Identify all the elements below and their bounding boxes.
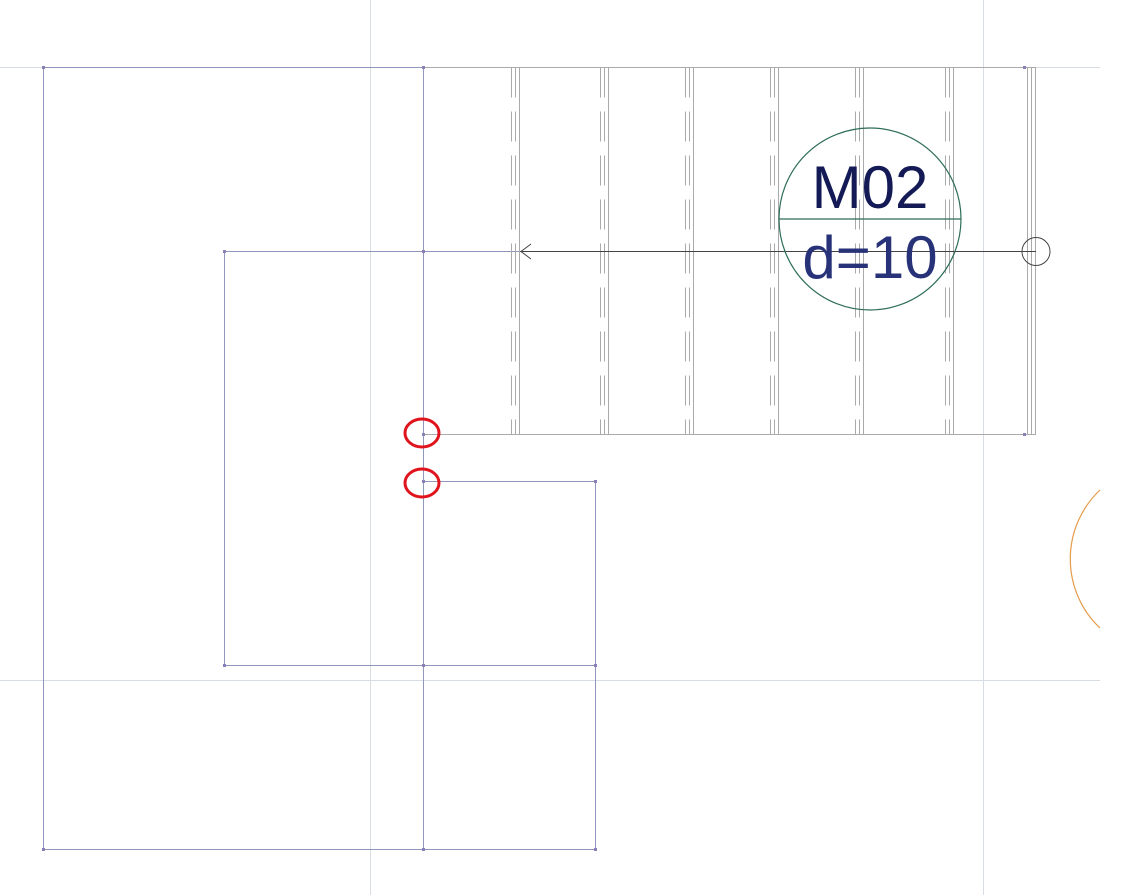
stair-walking-line[interactable] (520, 237, 1051, 266)
vertex-dot[interactable] (422, 480, 425, 483)
highlight-marker-upper (403, 417, 441, 449)
inner-rectangle[interactable] (224, 251, 424, 666)
arrow-head-icon (520, 243, 532, 260)
tag-detail-label: d=10 (802, 224, 937, 291)
vertex-dot[interactable] (594, 664, 597, 667)
vertex-dot[interactable] (422, 664, 425, 667)
reference-guides (0, 0, 1100, 895)
start-marker-icon[interactable] (1021, 237, 1051, 266)
vertex-dot[interactable] (1023, 66, 1026, 69)
vertex-dot[interactable] (594, 848, 597, 851)
outer-boundary[interactable] (43, 67, 1025, 850)
vertex-dot[interactable] (1023, 433, 1026, 436)
door-swing-arc[interactable] (1069, 489, 1101, 629)
vertex-dot[interactable] (422, 848, 425, 851)
vertex-dot[interactable] (223, 664, 226, 667)
vertex-dot[interactable] (422, 66, 425, 69)
vertex-dot[interactable] (42, 848, 45, 851)
vertex-dot[interactable] (422, 250, 425, 253)
vertex-dot[interactable] (223, 250, 226, 253)
tag-code-label: M02 (812, 154, 929, 221)
stair-tag[interactable]: M02 d=10 (778, 127, 962, 311)
vertex-dot[interactable] (594, 480, 597, 483)
vertex-dot[interactable] (42, 66, 45, 69)
vertex-dot[interactable] (422, 433, 425, 436)
vertex-points (42, 66, 1026, 851)
highlight-marker-lower (403, 467, 441, 499)
highlight-markers (403, 417, 441, 499)
